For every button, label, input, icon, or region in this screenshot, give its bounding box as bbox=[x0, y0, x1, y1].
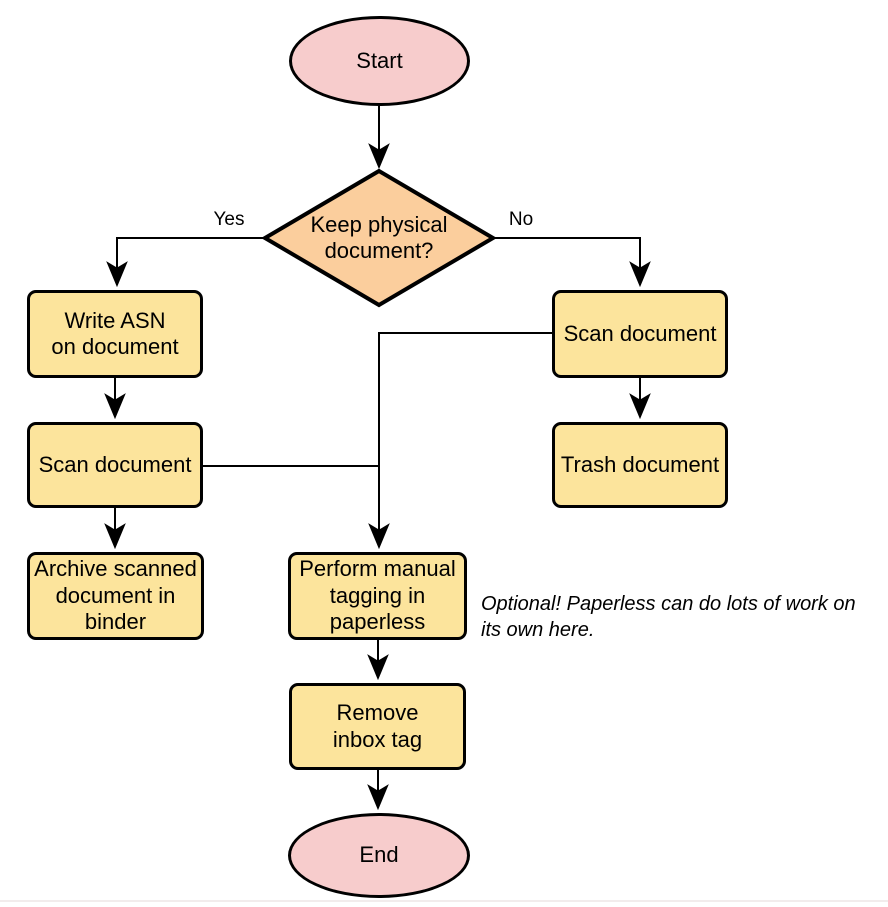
node-write-asn: Write ASN on document bbox=[27, 290, 203, 378]
edge-label-yes: Yes bbox=[213, 209, 245, 230]
bottom-divider bbox=[0, 900, 888, 902]
write-asn-label: Write ASN on document bbox=[51, 307, 179, 359]
optional-note: Optional! Paperless can do lots of work … bbox=[481, 593, 856, 641]
node-decision: Keep physical document? bbox=[294, 196, 464, 280]
archive-label: Archive scanned document in binder bbox=[34, 556, 197, 635]
decision-diamond-shape bbox=[261, 168, 497, 308]
node-scan-right: Scan document bbox=[552, 290, 728, 378]
start-label: Start bbox=[356, 47, 403, 73]
remove-inbox-label: Remove inbox tag bbox=[332, 700, 423, 752]
node-trash: Trash document bbox=[552, 422, 728, 508]
node-archive: Archive scanned document in binder bbox=[27, 552, 204, 640]
decision-label: Keep physical document? bbox=[310, 211, 448, 263]
scan-right-label: Scan document bbox=[563, 320, 717, 346]
edge-label-no: No bbox=[508, 209, 534, 230]
node-remove-inbox: Remove inbox tag bbox=[289, 683, 466, 770]
node-start: Start bbox=[289, 16, 470, 106]
node-scan-left: Scan document bbox=[27, 422, 203, 508]
edge-scan-right-to-perform-tagging bbox=[368, 332, 552, 550]
edge-decision-yes-to-write-asn bbox=[106, 237, 265, 288]
node-end: End bbox=[288, 813, 470, 898]
edge-decision-no-to-scan-right bbox=[493, 237, 651, 288]
node-perform-tagging: Perform manual tagging in paperless bbox=[288, 552, 467, 640]
end-label: End bbox=[359, 842, 399, 868]
scan-left-label: Scan document bbox=[38, 451, 192, 477]
trash-label: Trash document bbox=[560, 451, 720, 477]
perform-tagging-label: Perform manual tagging in paperless bbox=[299, 556, 456, 635]
